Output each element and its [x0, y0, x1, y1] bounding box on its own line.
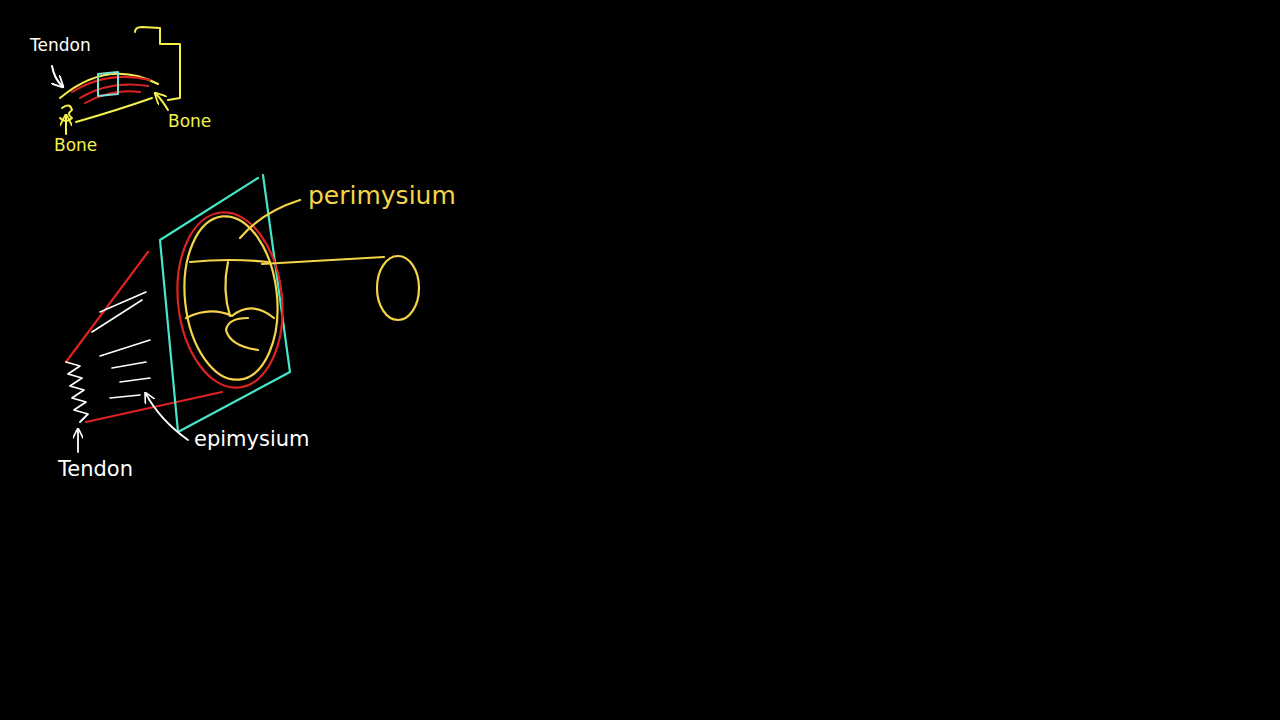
muscle-section [66, 175, 419, 452]
part-label: Tendon [58, 458, 133, 481]
cross-section-mark [98, 72, 118, 96]
part-label: Bone [54, 136, 97, 155]
leader-line [156, 94, 168, 110]
fascicle-detail [377, 256, 419, 320]
epimysium-edge [66, 252, 148, 362]
part-label: epimysium [194, 428, 310, 451]
fascicle-line [100, 340, 150, 356]
leader-line [65, 116, 67, 134]
leader-line [52, 66, 62, 86]
fascicle-line [112, 362, 146, 368]
epimysium-ring [169, 207, 291, 393]
leader-line [240, 200, 300, 238]
part-label: Bone [168, 112, 211, 131]
fascicle-divider [186, 308, 274, 318]
fascicle-line [120, 378, 150, 382]
leader-line [77, 430, 79, 452]
bone-bracket [135, 27, 180, 100]
perimysium-ring [177, 212, 286, 385]
fascicle-line [92, 300, 142, 332]
muscle-fiber [85, 91, 140, 103]
leader-line [146, 394, 188, 440]
fascicle-divider [225, 262, 230, 316]
tendon-zigzag [66, 362, 88, 422]
fascicle-divider [226, 318, 258, 350]
part-label: perimysium [308, 182, 456, 210]
leader-line [262, 257, 384, 264]
part-label: Tendon [30, 36, 91, 55]
fascicle-line [110, 395, 140, 398]
